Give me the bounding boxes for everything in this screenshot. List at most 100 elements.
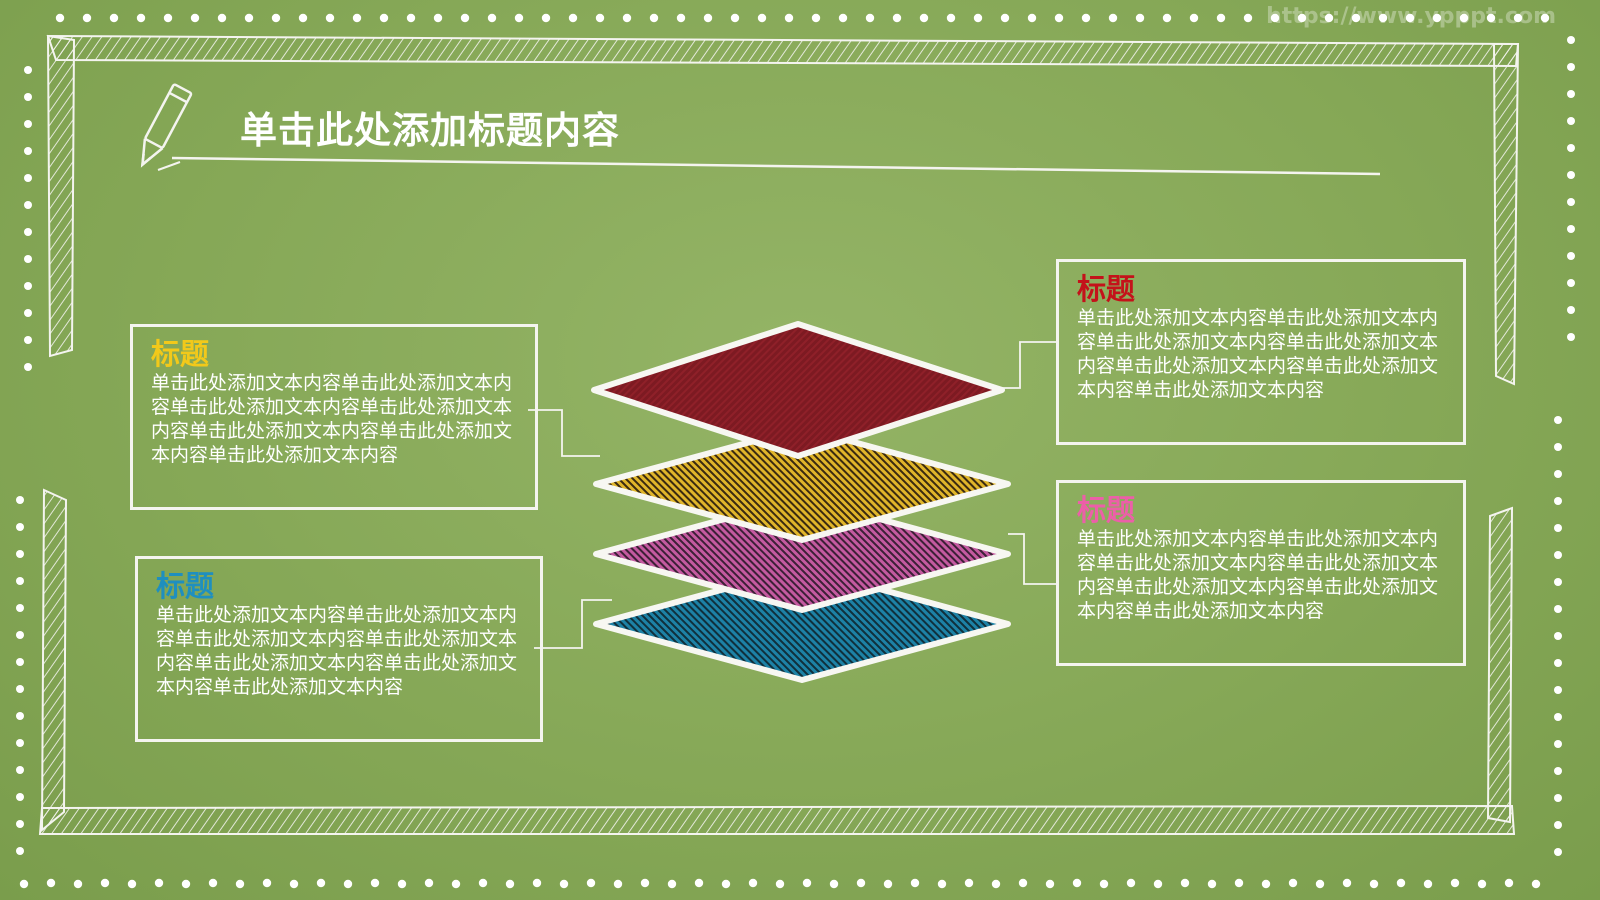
chalk-dot: [1567, 306, 1575, 314]
chalk-dot: [24, 120, 32, 128]
chalk-dot: [352, 13, 362, 23]
chalk-dot: [1288, 878, 1298, 888]
connector-bottom-left: [534, 599, 612, 649]
chalk-dot: [748, 878, 758, 888]
chalk-dot: [154, 878, 164, 888]
layer-top[interactable]: [591, 321, 1005, 459]
chalk-dot: [1554, 605, 1562, 613]
textbox-bottom-right[interactable]: 标题 单击此处添加文本内容单击此处添加文本内容单击此处添加文本内容单击此处添加文…: [1056, 480, 1466, 666]
chalk-dot: [82, 13, 92, 23]
chalk-dot: [24, 255, 32, 263]
box-heading: 标题: [1077, 493, 1136, 527]
connector-lines: [528, 341, 1056, 649]
chalk-dot: [1297, 13, 1307, 23]
chalk-dot: [1554, 551, 1562, 559]
chalk-dot: [1189, 13, 1199, 23]
chalk-dot: [1261, 879, 1271, 889]
chalk-dot: [910, 878, 920, 888]
chalk-dot: [1162, 13, 1172, 23]
chalk-dot: [109, 13, 119, 23]
chalk-dot: [838, 13, 848, 23]
chalk-dot: [1180, 878, 1190, 888]
chalk-dot: [1567, 117, 1575, 125]
chalk-dot: [892, 13, 902, 23]
chalk-dot: [937, 879, 947, 889]
stacked-layers-graphic: [591, 321, 1011, 683]
textbox-top-left[interactable]: 标题 单击此处添加文本内容单击此处添加文本内容单击此处添加文本内容单击此处添加文…: [130, 324, 538, 510]
chalk-dot: [1342, 878, 1352, 888]
chalk-dot: [514, 13, 524, 23]
chalk-dot: [568, 13, 578, 23]
chalk-dot: [1108, 13, 1118, 23]
chalk-dot: [1459, 13, 1469, 23]
chalk-dot: [1554, 686, 1562, 694]
chalk-dot: [1072, 878, 1082, 888]
chalk-dot: [505, 879, 515, 889]
chalk-dot: [883, 879, 893, 889]
chalk-dot: [1554, 632, 1562, 640]
chalk-dot: [24, 336, 32, 344]
chalk-dot: [1554, 767, 1562, 775]
chalk-dot: [1554, 443, 1562, 451]
box-body-text: 单击此处添加文本内容单击此处添加文本内容单击此处添加文本内容单击此处添加文本内容…: [1077, 307, 1439, 401]
chalk-dot: [667, 879, 677, 889]
chalk-dot: [1567, 90, 1575, 98]
chalk-dot: [16, 631, 24, 639]
chalk-dot: [721, 879, 731, 889]
chalk-dot: [1216, 13, 1226, 23]
chalk-dot: [73, 879, 83, 889]
textbox-bottom-left[interactable]: 标题 单击此处添加文本内容单击此处添加文本内容单击此处添加文本内容单击此处添加文…: [135, 556, 543, 742]
chalk-dot: [24, 93, 32, 101]
textbox-top-right[interactable]: 标题 单击此处添加文本内容单击此处添加文本内容单击此处添加文本内容单击此处添加文…: [1056, 259, 1466, 445]
chalk-dot: [1567, 225, 1575, 233]
chalk-dot: [16, 523, 24, 531]
chalk-dot: [991, 879, 1001, 889]
chalk-dot: [1126, 878, 1136, 888]
box-body-text: 单击此处添加文本内容单击此处添加文本内容单击此处添加文本内容单击此处添加文本内容…: [156, 604, 518, 698]
chalk-dot: [16, 685, 24, 693]
chalk-dot: [235, 879, 245, 889]
chalk-dot: [694, 878, 704, 888]
chalk-dot: [24, 201, 32, 209]
chalk-dot: [1567, 333, 1575, 341]
chalk-dot: [1554, 794, 1562, 802]
box-heading: 标题: [1077, 272, 1136, 306]
chalk-dot: [946, 13, 956, 23]
box-body-text: 单击此处添加文本内容单击此处添加文本内容单击此处添加文本内容单击此处添加文本内容…: [151, 372, 513, 466]
chalk-dot: [1477, 879, 1487, 889]
chalk-dot: [244, 13, 254, 23]
chalk-dot: [1423, 879, 1433, 889]
chalk-dot: [16, 847, 24, 855]
chalk-dot: [1554, 578, 1562, 586]
chalk-dot: [1504, 878, 1514, 888]
chalk-dot: [24, 309, 32, 317]
layer-bottom[interactable]: [593, 565, 1011, 683]
chalk-dot: [1554, 416, 1562, 424]
chalk-dot: [973, 13, 983, 23]
chalk-dot: [478, 878, 488, 888]
chalk-dot: [640, 878, 650, 888]
chalk-dot: [487, 13, 497, 23]
chalk-dot: [217, 13, 227, 23]
chalk-dot: [1153, 879, 1163, 889]
chalk-dot: [1234, 878, 1244, 888]
chalk-dot: [24, 228, 32, 236]
chalk-dot: [1567, 252, 1575, 260]
chalk-dot: [1554, 740, 1562, 748]
chalk-dot: [127, 879, 137, 889]
chalk-dot: [1450, 878, 1460, 888]
chalk-dot: [24, 147, 32, 155]
chalk-dot: [1567, 198, 1575, 206]
layer-third[interactable]: [593, 495, 1011, 613]
layer-second[interactable]: [593, 425, 1011, 543]
chalk-dot: [1054, 13, 1064, 23]
chalk-dot: [1324, 13, 1334, 23]
chalk-dot: [1135, 13, 1145, 23]
frame-top-band: [46, 34, 1520, 68]
chalk-dot: [208, 878, 218, 888]
chalk-dot: [1207, 879, 1217, 889]
chalk-dot: [595, 13, 605, 23]
chalk-dot: [16, 766, 24, 774]
slide-title[interactable]: 单击此处添加标题内容: [240, 109, 620, 152]
